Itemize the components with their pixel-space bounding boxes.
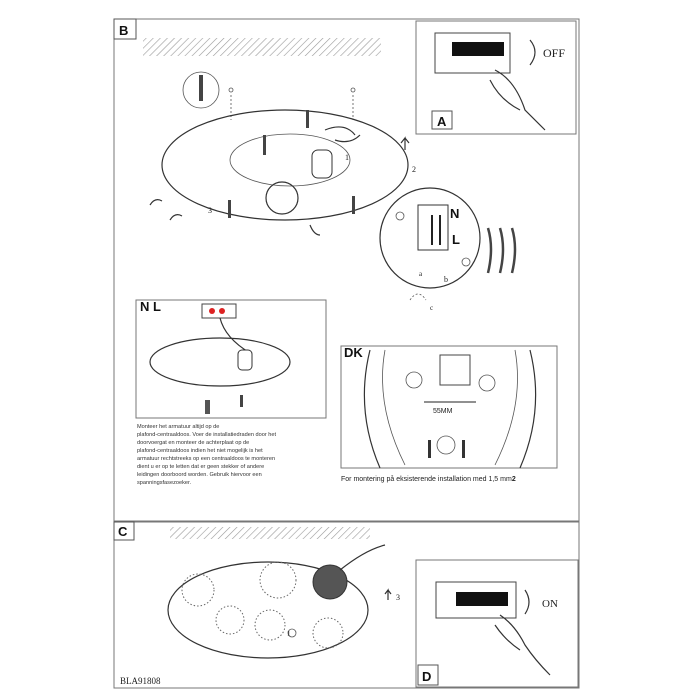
lamp-shade-illustration xyxy=(167,544,392,659)
switch-off-illustration xyxy=(434,32,546,131)
wall-plug-detail xyxy=(182,71,356,120)
dk-caption: For montering på eksisterende installati… xyxy=(341,475,516,483)
step-c-1-label: 1 xyxy=(287,630,291,638)
step-1-label: 1 xyxy=(345,153,349,162)
section-b-label-box xyxy=(113,18,137,40)
panel-d-label-box xyxy=(417,664,439,686)
sub-label-c: c xyxy=(430,304,433,312)
section-c-label-box xyxy=(113,521,135,541)
panel-nl-label: N L xyxy=(140,299,161,314)
step-c-3-label: 3 xyxy=(396,593,400,602)
switch-on-label: ON xyxy=(542,598,558,610)
nl-instructions: Monteer het armatuur altijd op de plafon… xyxy=(137,424,276,486)
ceiling-hatch xyxy=(143,38,381,56)
sub-label-a: a xyxy=(419,270,423,278)
live-label: L xyxy=(452,232,460,247)
ceiling-lamp-base xyxy=(149,109,410,236)
panel-dk-label: DK xyxy=(344,345,363,360)
ceiling-hatch-c xyxy=(170,527,370,539)
dk-base-plate xyxy=(363,349,537,469)
panel-a-label-box xyxy=(431,110,453,130)
instruction-line: spanningsfasezoeker. xyxy=(137,480,192,486)
instruction-line: doorvoergat en monteer de achterplaat op… xyxy=(137,440,249,446)
instruction-line: armatuur rechtstreeks op een centraaldoo… xyxy=(137,456,275,462)
switch-off-label: OFF xyxy=(543,46,565,60)
sub-label-b: b xyxy=(444,275,448,284)
dimension-55mm: 55MM xyxy=(433,408,453,415)
panel-a-label: A xyxy=(437,114,447,129)
section-c-label: C xyxy=(118,524,128,539)
neutral-label: N xyxy=(450,206,459,221)
instruction-line: plafond-centraaldoos. Voer de installati… xyxy=(137,432,276,438)
model-code: BLA91808 xyxy=(120,676,161,686)
instruction-line: plafond-centraaldoos indien het niet mog… xyxy=(137,448,263,454)
panel-d-label: D xyxy=(422,669,431,684)
nl-lamp-illustration xyxy=(149,303,291,414)
step-3-label: 3 xyxy=(208,206,212,215)
switch-on-illustration xyxy=(435,581,551,676)
step-2-label: 2 xyxy=(412,165,416,174)
instruction-line: Monteer het armatuur altijd op de xyxy=(137,424,219,430)
panel-nl-frame xyxy=(135,299,327,419)
section-b-label: B xyxy=(119,23,128,38)
instruction-line: leidingen doorboord worden. Gebruik hier… xyxy=(137,472,262,478)
wiring-detail xyxy=(379,187,517,301)
instruction-line: dient u er op te letten dat er geen stek… xyxy=(137,464,264,470)
panel-d-frame xyxy=(415,559,579,688)
